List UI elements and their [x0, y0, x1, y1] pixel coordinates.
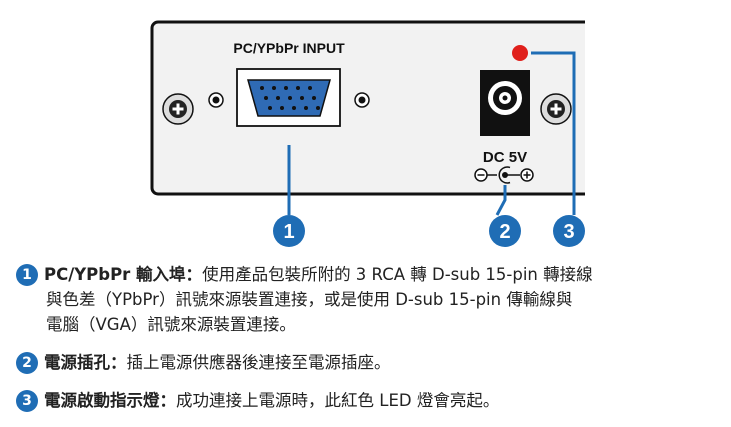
callout-1: 1	[273, 215, 305, 247]
callout-2-number: 2	[499, 221, 510, 243]
description-item-2: 2 電源插孔：插上電源供應器後連接至電源插座。	[16, 350, 722, 375]
input-port-label: PC/YPbPr INPUT	[233, 40, 345, 56]
callout-3: 3	[553, 215, 585, 247]
description-1-title: PC/YPbPr 輸入埠：	[44, 265, 203, 284]
callout-3-number: 3	[563, 221, 574, 243]
power-led-icon	[512, 45, 528, 61]
callout-line-3	[531, 51, 576, 215]
description-item-3: 3 電源啟動指示燈：成功連接上電源時，此紅色 LED 燈會亮起。	[16, 388, 722, 413]
left-screw-icon	[162, 93, 194, 125]
left-hex-nut-icon	[208, 92, 224, 108]
polarity-symbol-icon	[474, 166, 534, 184]
description-2-number: 2	[16, 352, 38, 374]
description-1-text-line3: 電腦（VGA）訊號來源裝置連接。	[46, 315, 296, 334]
device-panel-diagram: PC/YPbPr INPUT DC 5V	[150, 20, 731, 247]
dc-power-jack-icon	[480, 70, 530, 136]
vga-port-icon	[236, 68, 341, 127]
description-1-text-line1: 使用產品包裝所附的 3 RCA 轉 D-sub 15-pin 轉接線	[202, 265, 593, 284]
callout-lines	[287, 51, 576, 216]
description-2-title: 電源插孔：	[44, 353, 127, 372]
description-2-text-line1: 插上電源供應器後連接至電源插座。	[126, 353, 391, 372]
description-3-text-line1: 成功連接上電源時，此紅色 LED 燈會亮起。	[176, 391, 500, 410]
description-1-text-line2: 與色差（YPbPr）訊號來源裝置連接，或是使用 D-sub 15-pin 傳輸線…	[46, 290, 573, 309]
right-screw-icon	[540, 93, 572, 125]
right-hex-nut-icon	[354, 92, 370, 108]
dc-voltage-label: DC 5V	[483, 149, 527, 166]
description-1-number: 1	[16, 264, 38, 286]
callout-line-2	[495, 185, 507, 216]
description-3-title: 電源啟動指示燈：	[44, 391, 176, 410]
callout-1-number: 1	[283, 221, 294, 243]
description-item-1: 1 PC/YPbPr 輸入埠：使用產品包裝所附的 3 RCA 轉 D-sub 15…	[16, 262, 722, 337]
description-3-number: 3	[16, 390, 38, 412]
callout-2: 2	[489, 215, 521, 247]
